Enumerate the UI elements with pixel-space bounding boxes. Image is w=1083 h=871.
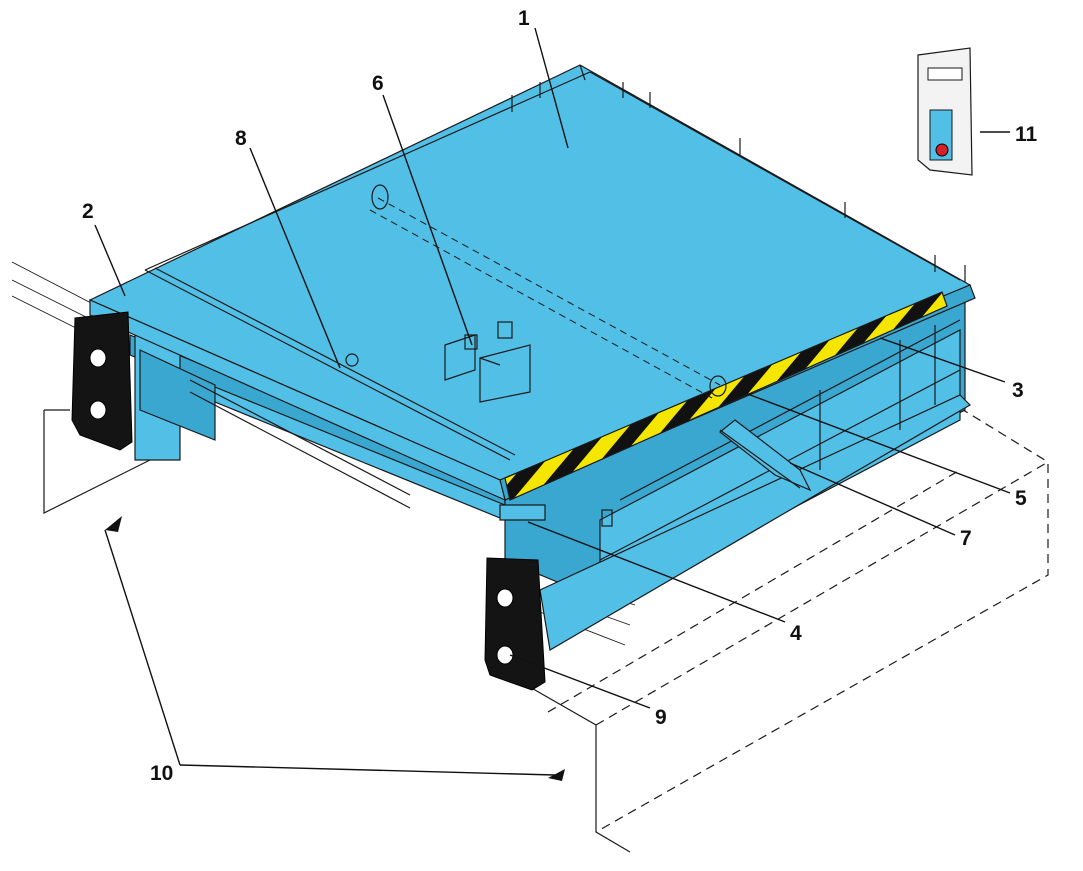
callout-2: 2 (82, 200, 94, 223)
leader-lines (94, 27, 1011, 781)
callout-4: 4 (790, 622, 802, 645)
callout-labels: 1 2 3 4 5 6 7 8 9 10 11 (82, 7, 1038, 785)
bumper-left (71, 311, 133, 451)
hydraulic-cylinder (719, 419, 812, 492)
bumper-right (484, 557, 546, 691)
callout-1: 1 (518, 7, 530, 30)
hinge-tabs (511, 82, 966, 282)
control-valve (601, 509, 613, 527)
hinge-pin (345, 353, 359, 367)
callout-10: 10 (150, 762, 173, 785)
callout-5: 5 (1015, 487, 1027, 510)
callout-11: 11 (1015, 123, 1038, 146)
callout-3: 3 (1012, 379, 1024, 402)
callout-7: 7 (960, 527, 972, 550)
callout-6: 6 (372, 72, 384, 95)
callout-8: 8 (235, 127, 247, 150)
lip-plate (499, 504, 546, 521)
callout-9: 9 (655, 706, 667, 729)
control-box (917, 47, 973, 176)
hazard-stripe (504, 291, 948, 501)
hidden-cylinder-lines (369, 184, 727, 399)
support-frame (129, 299, 971, 651)
hydraulic-power-unit (444, 321, 531, 403)
